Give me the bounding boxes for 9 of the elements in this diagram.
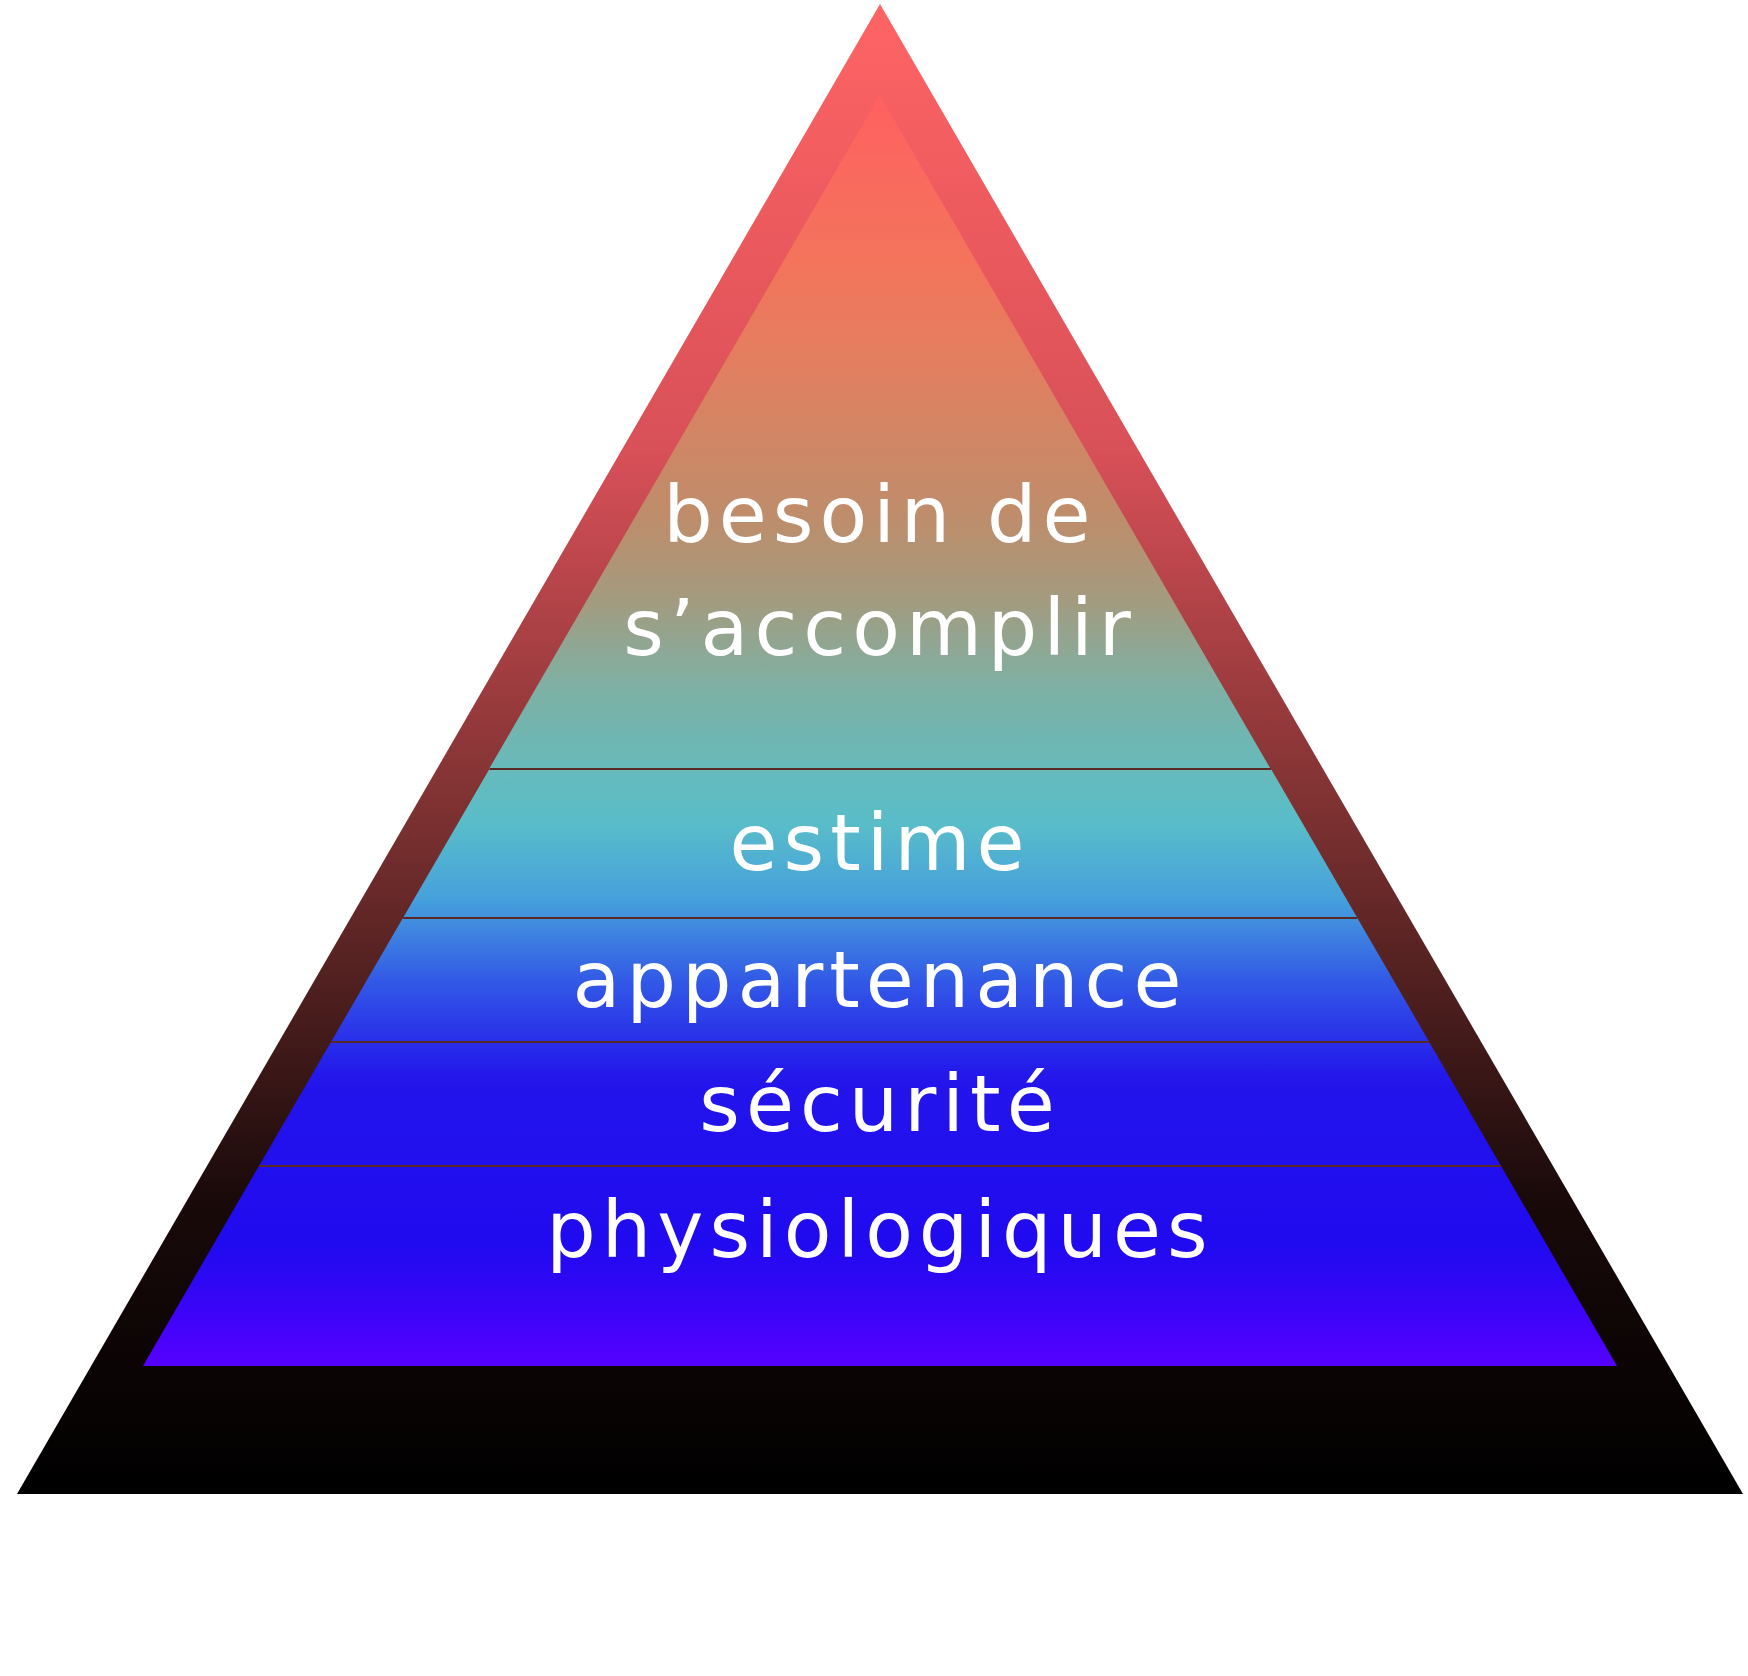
pyramid-tier: [330, 918, 1430, 1042]
tier-label: physiologiques: [545, 1184, 1215, 1277]
pyramid-tier: [402, 769, 1358, 918]
pyramid-tier: [143, 1166, 1617, 1366]
tier-label: estime: [728, 797, 1032, 890]
tier-label: besoin de s’accomplir: [622, 468, 1138, 676]
pyramid-tier: [258, 1042, 1501, 1166]
tier-label: appartenance: [571, 933, 1189, 1027]
tier-label: sécurité: [698, 1057, 1062, 1151]
